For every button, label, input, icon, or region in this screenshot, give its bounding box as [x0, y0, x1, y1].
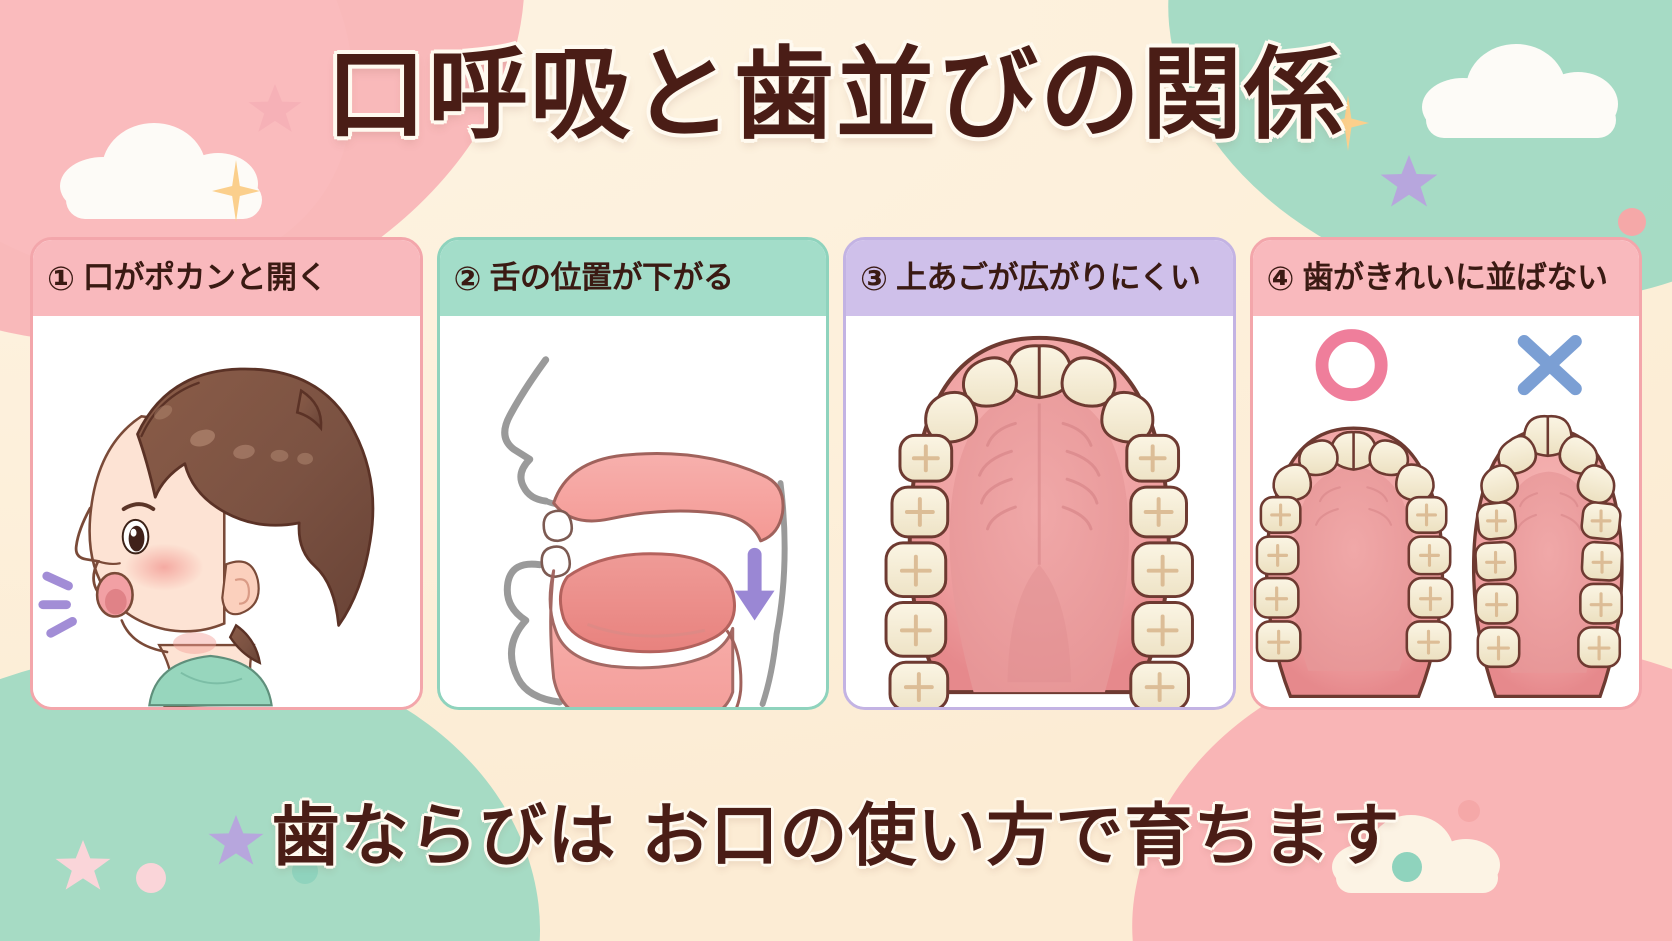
step-card-4: ④ 歯がきれいに並ばない	[1249, 237, 1642, 710]
footer-caption: 歯ならびは お口の使い方で育ちます	[271, 797, 1401, 876]
good-mark-icon	[1315, 329, 1388, 402]
step-card-2: ② 舌の位置が下がる	[436, 237, 829, 710]
bad-mark-icon	[1517, 335, 1582, 396]
step-card-3: ③ 上あごが広がりにくい	[843, 237, 1236, 710]
dot-pink-top-right	[1618, 208, 1646, 236]
step-card-3-number: ③	[860, 258, 888, 298]
good-vs-crowded-arches-icon	[1253, 329, 1624, 699]
step-card-2-header: ② 舌の位置が下がる	[439, 240, 826, 316]
upper-dental-arch-icon	[884, 335, 1194, 707]
step-card-2-illustration	[439, 316, 826, 707]
down-arrow-icon	[734, 547, 775, 621]
step-card-2-number: ②	[453, 258, 482, 298]
step-card-3-title: 上あごが広がりにくい	[895, 259, 1201, 296]
arch-good	[1253, 426, 1453, 699]
step-card-4-header: ④ 歯がきれいに並ばない	[1252, 240, 1639, 316]
step-card-4-title: 歯がきれいに並ばない	[1302, 259, 1608, 296]
oral-cavity-sagittal-icon	[500, 356, 788, 707]
step-card-4-illustration	[1252, 316, 1639, 707]
step-card-1: ① 口がポカンと開く	[30, 237, 423, 710]
step-card-2-title: 舌の位置が下がる	[489, 259, 734, 296]
step-card-1-number: ①	[47, 258, 75, 298]
step-card-1-header: ① 口がポカンと開く	[33, 240, 420, 316]
page-title: 口呼吸と歯並びの関係	[326, 36, 1346, 153]
steps-row: ① 口がポカンと開く	[30, 237, 1642, 710]
star-icon-purple-top-right	[1380, 155, 1438, 207]
boy-profile-icon	[38, 367, 375, 707]
step-card-4-number: ④	[1266, 258, 1295, 298]
step-card-3-header: ③ 上あごが広がりにくい	[846, 240, 1233, 316]
sparkle-icon-top-left	[212, 160, 260, 222]
breath-lines-icon	[38, 571, 77, 638]
step-card-1-illustration	[33, 316, 420, 707]
arch-crowded	[1471, 414, 1624, 699]
step-card-3-illustration	[846, 316, 1233, 707]
step-card-1-title: 口がポカンと開く	[82, 259, 328, 296]
